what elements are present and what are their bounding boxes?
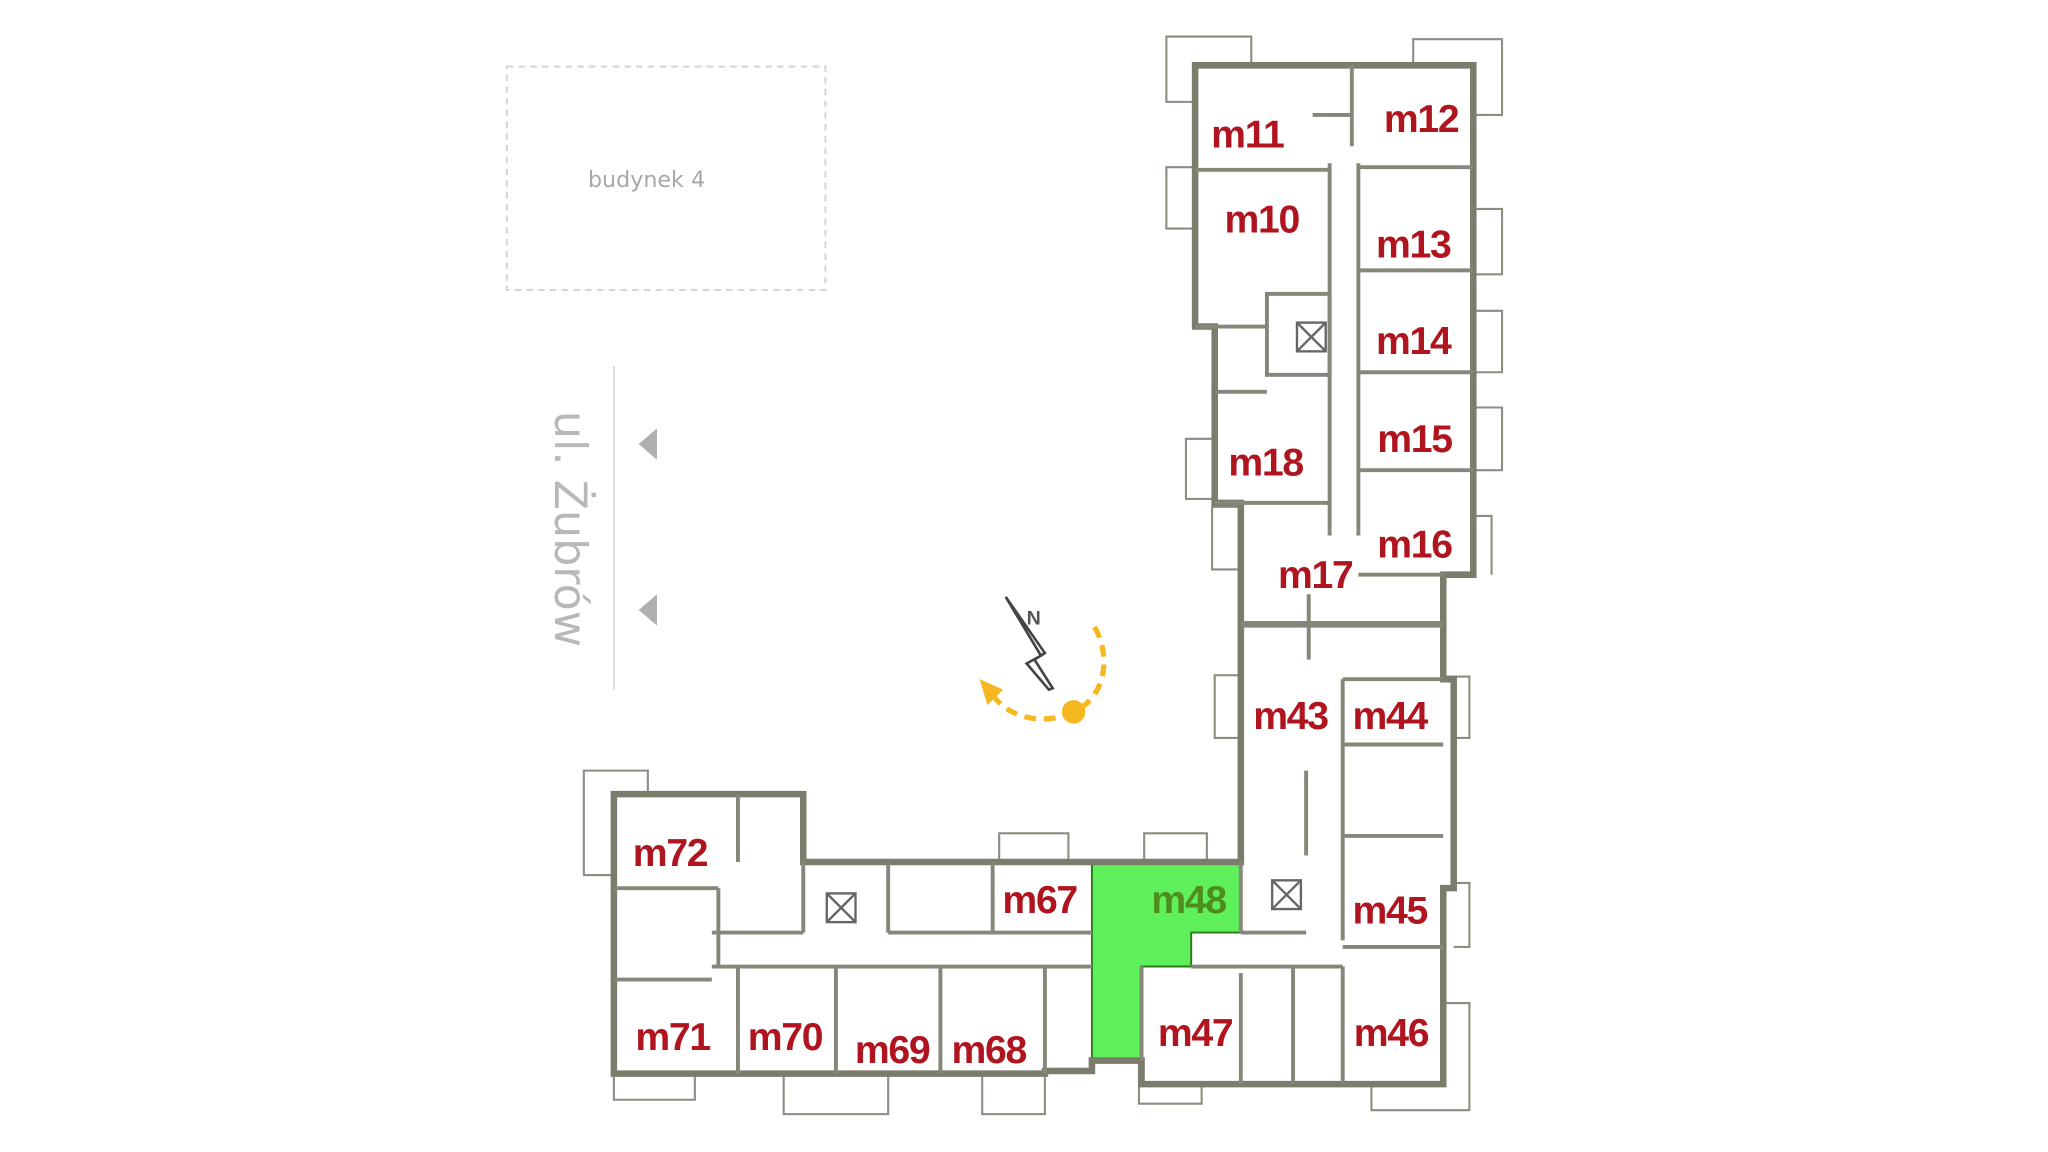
unit-m44[interactable]: m44 xyxy=(1352,695,1429,738)
elevator-icon xyxy=(1270,879,1303,911)
unit-m15[interactable]: m15 xyxy=(1377,418,1453,461)
north-arrow-icon xyxy=(1004,596,1055,692)
neighbor-building-label: budynek 4 xyxy=(588,167,705,193)
unit-m16[interactable]: m16 xyxy=(1377,524,1453,567)
unit-m71[interactable]: m71 xyxy=(635,1016,711,1059)
elevator-icon xyxy=(825,892,857,924)
unit-m48[interactable]: m48 xyxy=(1151,879,1227,922)
street: ul. Żubrów xyxy=(544,365,657,690)
unit-m67[interactable]: m67 xyxy=(1002,879,1078,922)
street-label: ul. Żubrów xyxy=(544,411,596,647)
unit-m46[interactable]: m46 xyxy=(1354,1012,1430,1055)
unit-m47[interactable]: m47 xyxy=(1158,1012,1234,1055)
elevator-icon xyxy=(1295,321,1327,353)
unit-m14[interactable]: m14 xyxy=(1376,320,1453,363)
unit-m72[interactable]: m72 xyxy=(633,832,709,875)
unit-m45[interactable]: m45 xyxy=(1352,889,1428,932)
sun-path-icon xyxy=(990,625,1107,722)
unit-m10[interactable]: m10 xyxy=(1224,198,1300,241)
street-arrow-icon xyxy=(638,428,657,460)
interior-walls xyxy=(613,65,1474,1085)
unit-m70[interactable]: m70 xyxy=(748,1016,824,1059)
unit-m69[interactable]: m69 xyxy=(855,1029,931,1072)
unit-labels: m11 m12 m10 m13 m14 m15 m18 m16 m17 m43 … xyxy=(633,98,1460,1072)
unit-m18[interactable]: m18 xyxy=(1228,441,1304,484)
unit-m13[interactable]: m13 xyxy=(1376,223,1452,266)
unit-m68[interactable]: m68 xyxy=(951,1029,1027,1072)
unit-m43[interactable]: m43 xyxy=(1253,695,1329,738)
unit-m11[interactable]: m11 xyxy=(1211,114,1285,157)
unit-m17[interactable]: m17 xyxy=(1278,554,1354,597)
unit-m12[interactable]: m12 xyxy=(1384,98,1460,141)
north-label: N xyxy=(1027,607,1041,629)
compass: N xyxy=(979,596,1107,724)
neighbor-building: budynek 4 xyxy=(505,65,827,291)
street-arrow-icon xyxy=(638,594,657,626)
